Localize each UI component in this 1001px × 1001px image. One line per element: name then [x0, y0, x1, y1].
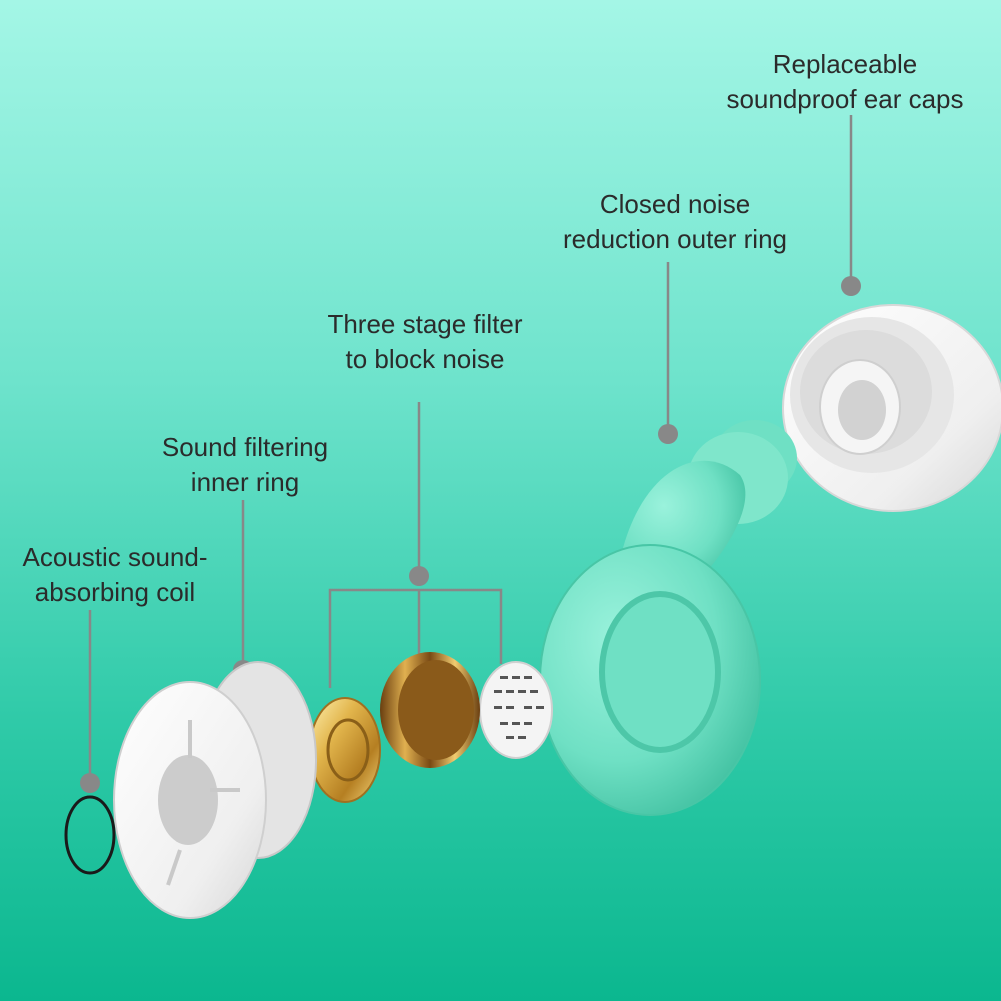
gold-disc [309, 697, 381, 803]
label-coil-line2: absorbing coil [34, 577, 196, 607]
dot-outer-ring [658, 424, 678, 444]
acoustic-coil [64, 795, 116, 875]
label-inner-ring-line2: inner ring [190, 467, 300, 497]
dot-coil [80, 773, 100, 793]
dot-filter [409, 566, 429, 586]
label-outer-ring: Closed noise reduction outer ring [530, 187, 820, 257]
bronze-ring [380, 652, 480, 768]
label-inner-ring-line1: Sound filtering [161, 432, 329, 462]
filter-bracket [328, 588, 503, 688]
label-inner-ring: Sound filtering inner ring [130, 430, 360, 500]
label-outer-ring-line2: reduction outer ring [562, 224, 788, 254]
inner-ring-spool [113, 661, 317, 919]
label-ear-caps-line1: Replaceable [772, 49, 918, 79]
outer-ring [539, 420, 797, 816]
label-coil-line1: Acoustic sound- [22, 542, 208, 572]
label-coil: Acoustic sound- absorbing coil [0, 540, 230, 610]
label-filter-line1: Three stage filter [327, 309, 523, 339]
label-ear-caps: Replaceable soundproof ear caps [700, 47, 990, 117]
leader-lines [88, 115, 853, 781]
label-outer-ring-line1: Closed noise [599, 189, 751, 219]
label-ear-caps-line2: soundproof ear caps [726, 84, 964, 114]
ear-cap [782, 304, 1001, 512]
dot-ear-caps [841, 276, 861, 296]
filter-mesh-disc [479, 661, 553, 759]
label-filter: Three stage filter to block noise [290, 307, 560, 377]
label-filter-line2: to block noise [345, 344, 505, 374]
